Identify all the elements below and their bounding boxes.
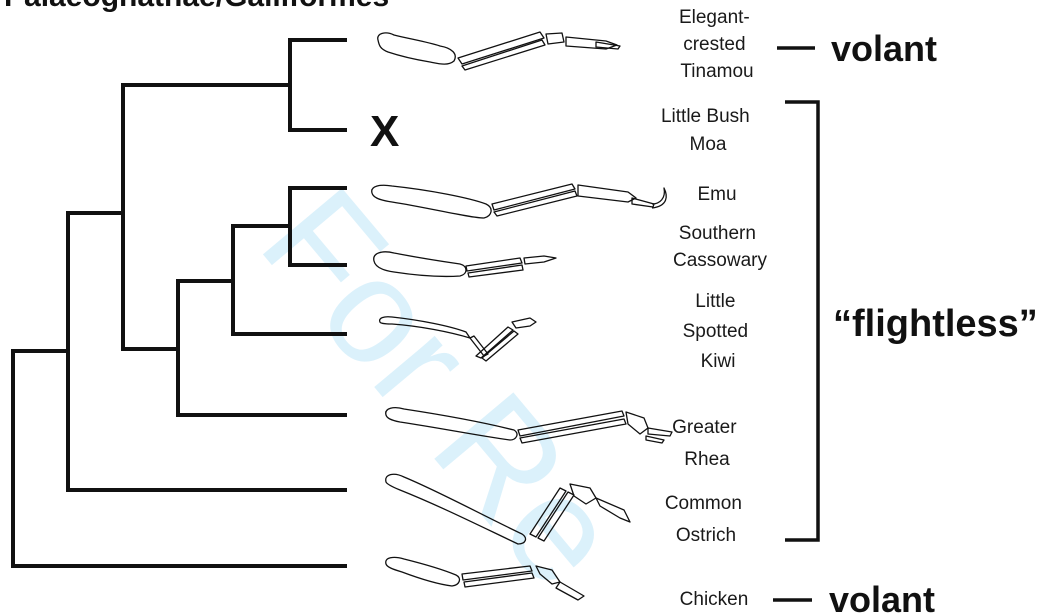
volant-label-top: volant bbox=[831, 28, 937, 69]
flightless-bracket bbox=[785, 102, 818, 540]
watermark: For Re bbox=[230, 158, 653, 614]
taxon-label-chicken: Chicken bbox=[680, 589, 749, 610]
taxon-labels: Elegant- crested Tinamou Little Bush Moa… bbox=[661, 7, 767, 610]
taxon-label-rhea: Greater Rhea bbox=[672, 417, 742, 470]
figure-title: Palaeognathae/Galliformes bbox=[4, 0, 389, 13]
x-marker: X bbox=[370, 107, 399, 156]
taxon-label-tinamou: Elegant- crested Tinamou bbox=[679, 7, 755, 82]
taxon-label-cassowary: Southern Cassowary bbox=[673, 223, 767, 271]
watermark-text: For Re bbox=[230, 158, 653, 614]
flightless-label: “flightless” bbox=[833, 303, 1038, 345]
wing-skeleton-emu bbox=[372, 184, 666, 218]
taxon-label-ostrich: Common Ostrich bbox=[665, 493, 747, 546]
wing-skeleton-tinamou bbox=[378, 32, 620, 70]
taxon-label-moa: Little Bush Moa bbox=[661, 106, 755, 155]
volant-label-bottom: volant bbox=[829, 579, 935, 614]
taxon-label-kiwi: Little Spotted Kiwi bbox=[683, 291, 754, 372]
taxon-label-emu: Emu bbox=[697, 184, 736, 205]
